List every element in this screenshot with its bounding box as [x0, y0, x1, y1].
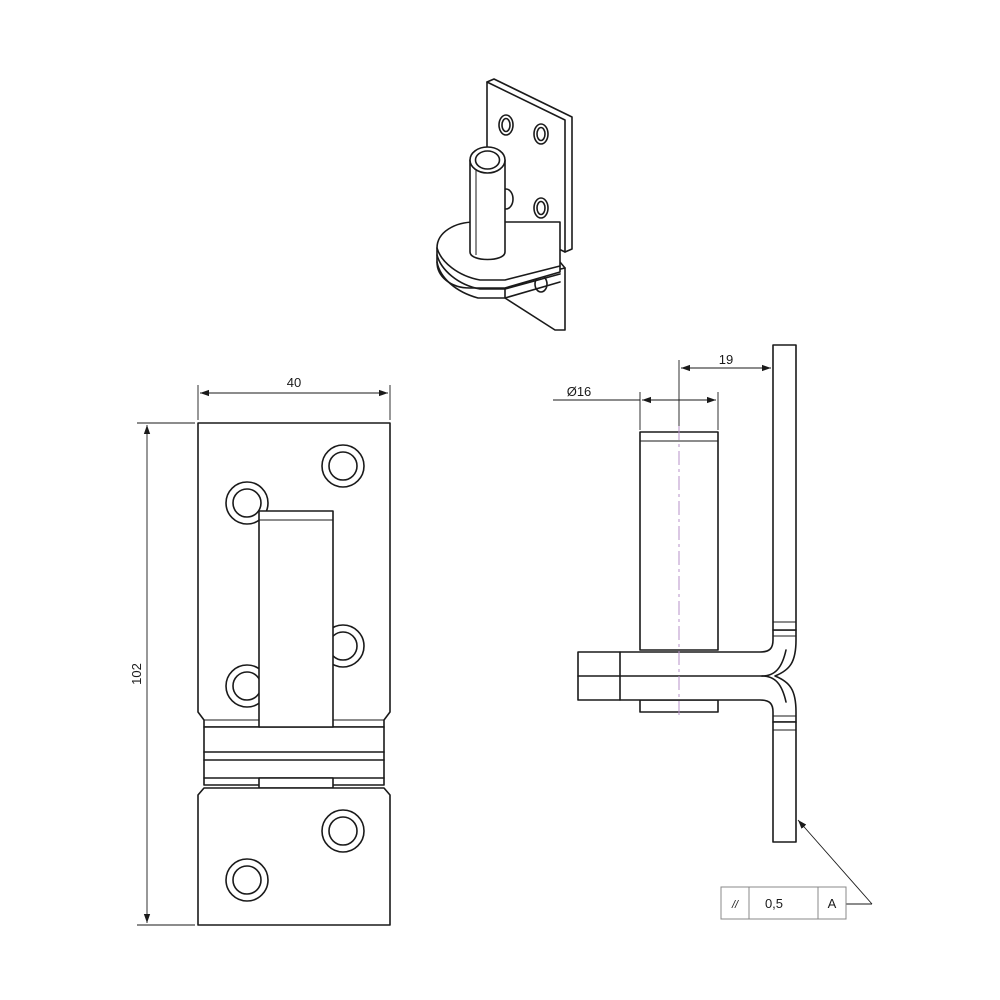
height-dimension-label: 102 [129, 663, 144, 685]
width-dimension-label: 40 [287, 375, 301, 390]
front-view: 40 102 [129, 375, 391, 926]
tolerance-datum: A [828, 896, 837, 911]
offset-dimension-label: 19 [719, 352, 733, 367]
tolerance-symbol: // [731, 899, 739, 911]
side-view: 19 Ø16 [553, 344, 873, 905]
tolerance-value: 0,5 [765, 896, 783, 911]
tolerance-frame: // 0,5 A [720, 886, 847, 920]
diameter-dimension-label: Ø16 [567, 384, 592, 399]
isometric-view [436, 78, 573, 331]
